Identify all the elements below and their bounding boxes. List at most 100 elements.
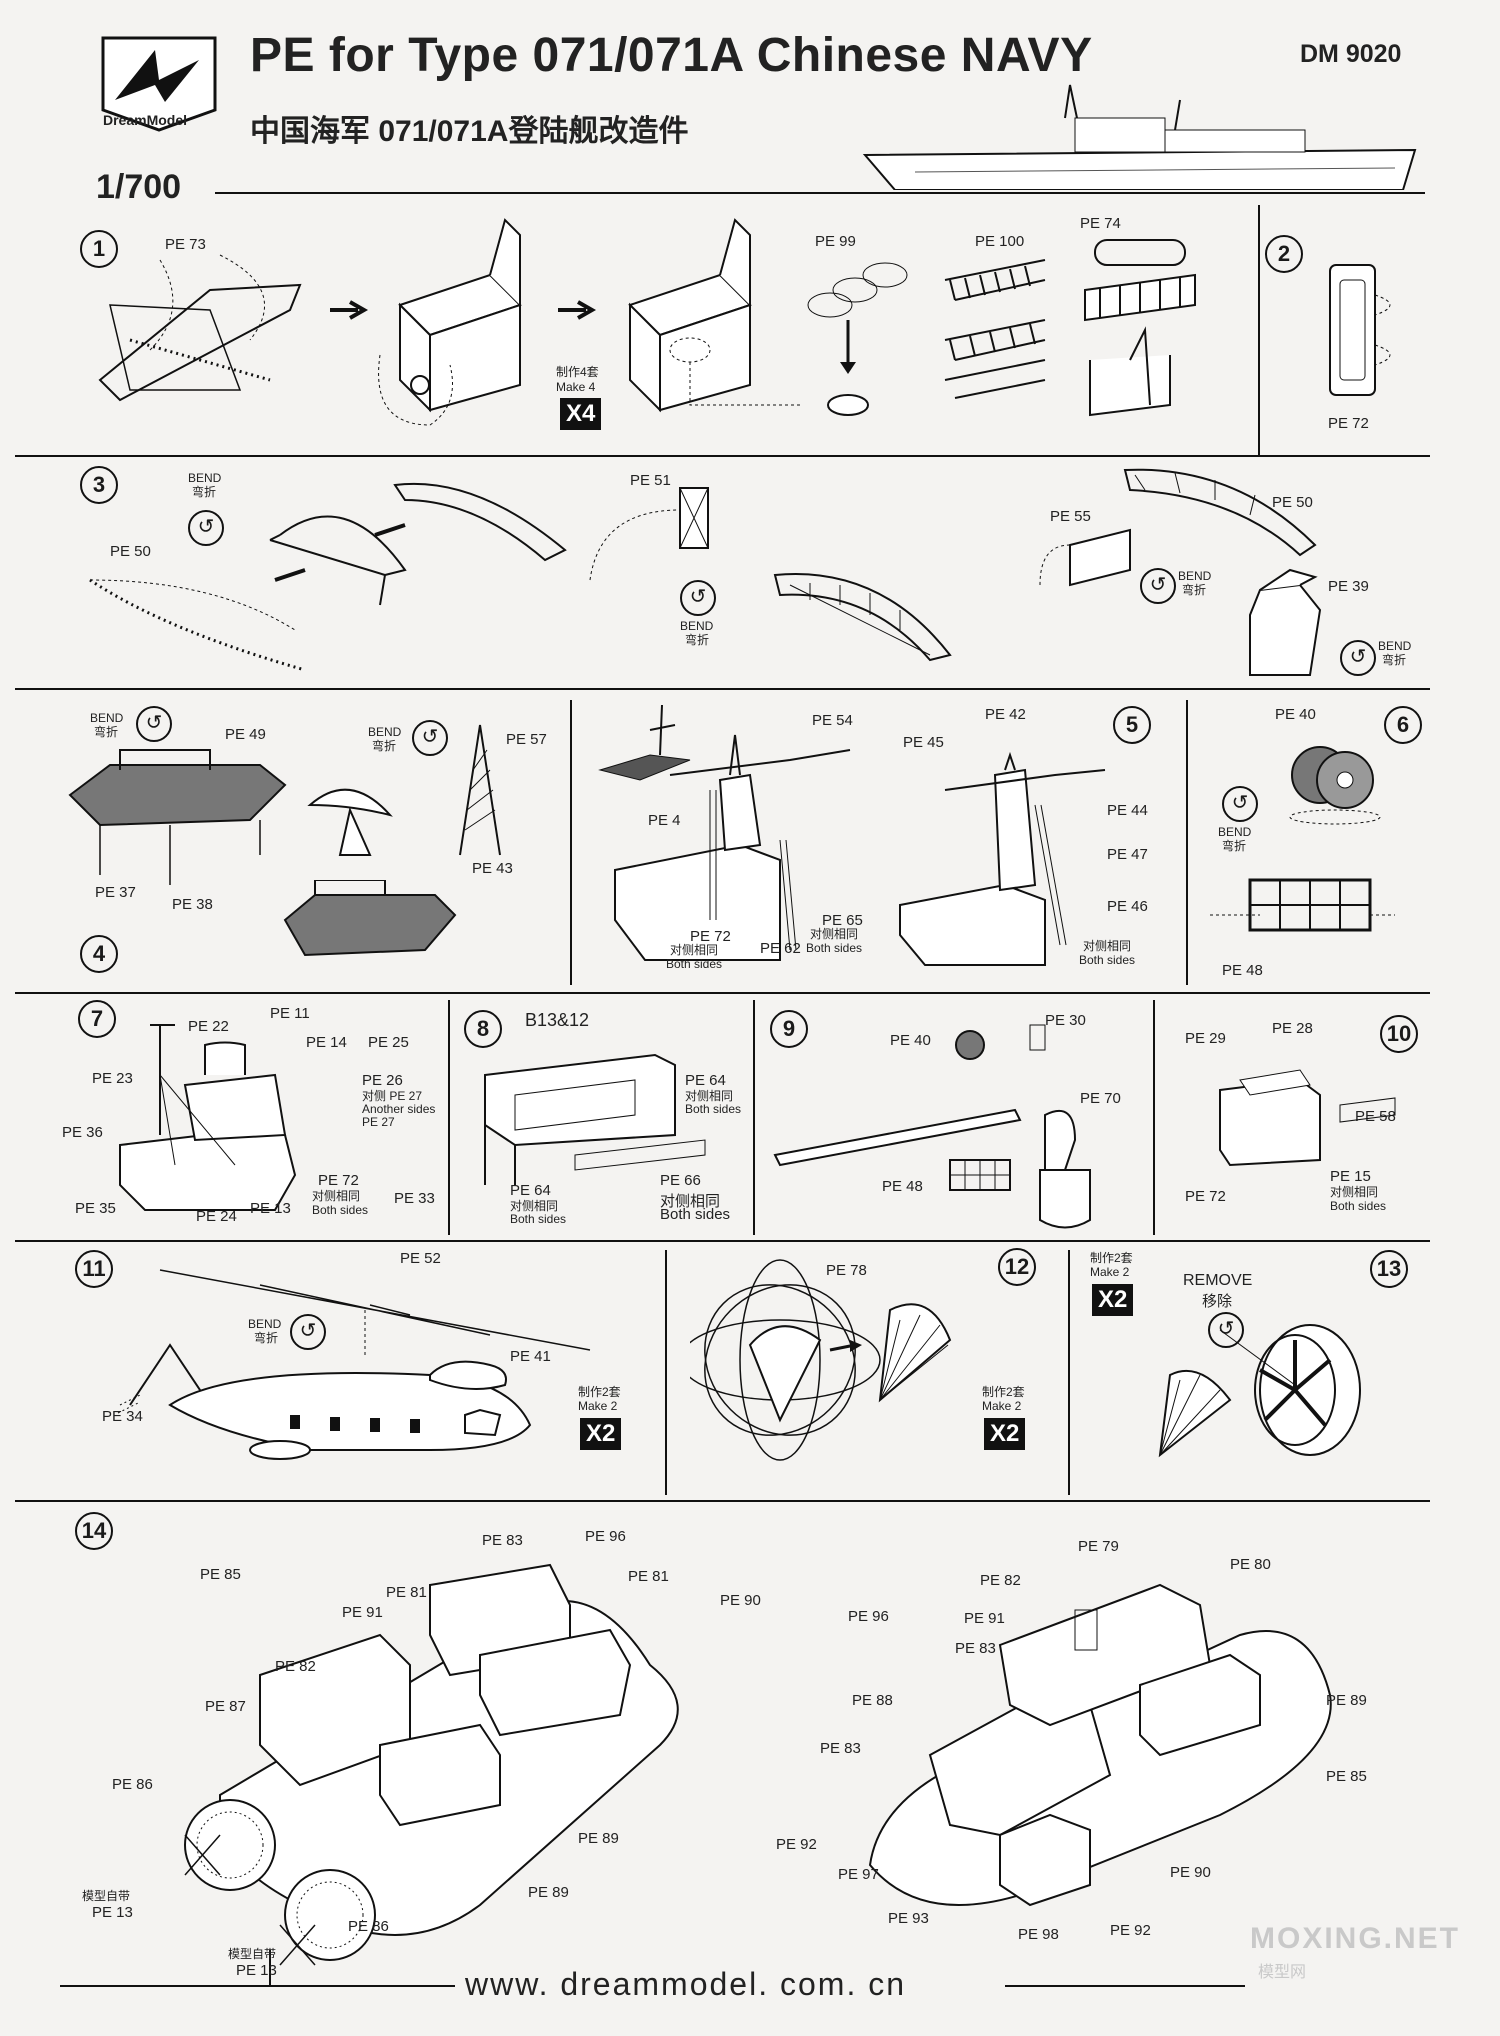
part-label: PE 40 xyxy=(890,1032,931,1049)
part-label: PE 34 xyxy=(102,1408,143,1425)
step-title: B13&12 xyxy=(525,1010,590,1030)
part-label: PE 83 xyxy=(482,1532,523,1549)
bend-label-cn: 弯折 xyxy=(1382,653,1407,667)
part-label: PE 87 xyxy=(205,1698,246,1715)
part-label: PE 92 xyxy=(776,1836,817,1853)
part-label: PE 64 xyxy=(510,1182,551,1199)
footer-rule xyxy=(1005,1985,1245,1987)
part-label: PE 29 xyxy=(1185,1030,1226,1047)
part-label: PE 50 xyxy=(1272,494,1313,511)
part-label: 对侧相同 xyxy=(660,1193,721,1210)
fan-removal xyxy=(1158,1324,1361,1458)
step-number: 2 xyxy=(1265,235,1303,273)
platform-lower xyxy=(283,880,457,957)
part-label: 对侧相同 xyxy=(810,927,859,941)
divider xyxy=(753,1000,755,1235)
divider xyxy=(15,1240,1430,1242)
pe50-arch-right xyxy=(1123,468,1317,557)
pe74-assembly xyxy=(1084,239,1196,417)
bend-label-cn: 弯折 xyxy=(94,725,119,739)
pe72-door xyxy=(1329,264,1391,396)
make-cn: 制作2套 xyxy=(982,1385,1025,1399)
part-label: PE 42 xyxy=(985,706,1026,723)
part-label: PE 11 xyxy=(270,1005,310,1022)
part-label: PE 96 xyxy=(848,1608,889,1625)
page-title: PE for Type 071/071A Chinese NAVY xyxy=(250,29,1093,82)
part-label: PE 72 xyxy=(690,928,731,945)
part-label: PE 74 xyxy=(1080,215,1121,232)
part-label: PE 64 xyxy=(685,1072,726,1089)
step-number: 12 xyxy=(998,1248,1036,1286)
part-label: PE 44 xyxy=(1107,802,1148,819)
product-code: DM 9020 xyxy=(1300,40,1402,68)
hovercraft-right xyxy=(868,1583,1332,1907)
step-number: 7 xyxy=(78,1000,116,1038)
step-number: 4 xyxy=(80,935,118,973)
part-label: PE 66 xyxy=(660,1172,701,1189)
part-label: PE 65 xyxy=(822,912,863,929)
part-label: PE 37 xyxy=(95,884,136,901)
part-label: PE 13 xyxy=(92,1904,133,1921)
crane-assembly xyxy=(773,1024,1091,1229)
bend-icon xyxy=(188,510,224,546)
part-label: PE 51 xyxy=(630,472,671,489)
dreammodel-logo xyxy=(101,36,217,132)
pe50-arch xyxy=(269,482,567,606)
part-label: PE 15 xyxy=(1330,1168,1371,1185)
pe49-platform xyxy=(68,749,287,885)
part-label: PE 86 xyxy=(112,1776,153,1793)
deckhouse xyxy=(1219,1069,1396,1167)
part-label: PE 13 xyxy=(250,1200,291,1217)
part-label: PE 73 xyxy=(165,236,206,253)
part-label: PE 86 xyxy=(348,1918,389,1935)
part-label: PE 52 xyxy=(400,1250,441,1267)
part-label: PE 98 xyxy=(1018,1926,1059,1943)
step-number: 3 xyxy=(80,466,118,504)
part-label: PE 50 xyxy=(110,543,151,560)
divider xyxy=(570,700,572,985)
part-label: PE 99 xyxy=(815,233,856,250)
part-label: PE 78 xyxy=(826,1262,867,1279)
arrow-icon xyxy=(558,300,597,320)
remove-label: REMOVE xyxy=(1183,1272,1253,1289)
bend-icon xyxy=(290,1314,326,1350)
multiplier-badge: X2 xyxy=(1092,1284,1134,1316)
part-label: PE 89 xyxy=(528,1884,569,1901)
part-label: PE 81 xyxy=(386,1584,427,1601)
remove-icon xyxy=(1208,1312,1244,1348)
divider xyxy=(15,455,1430,457)
bend-icon xyxy=(136,706,172,742)
part-label: 模型自带 xyxy=(82,1889,131,1903)
part-label: PE 92 xyxy=(1110,1922,1151,1939)
part-label: PE 26 xyxy=(362,1072,403,1089)
bend-icon xyxy=(1222,786,1258,822)
part-label: PE 91 xyxy=(342,1604,383,1621)
pe57-mast xyxy=(459,724,501,856)
make-cn: 制作2套 xyxy=(578,1385,621,1399)
part-label: 对侧相同 xyxy=(1083,939,1132,953)
part-label: PE 83 xyxy=(955,1640,996,1657)
part-label: Both sides xyxy=(1079,953,1136,967)
part-label: 对侧 PE 27 xyxy=(362,1089,423,1103)
pe55-bracket xyxy=(1039,528,1131,587)
part-label: PE 58 xyxy=(1355,1108,1396,1125)
part-label: PE 49 xyxy=(225,726,266,743)
part-label: 对侧相同 xyxy=(1330,1185,1379,1199)
part-label: PE 85 xyxy=(1326,1768,1367,1785)
divider xyxy=(1258,205,1260,455)
part-label: PE 41 xyxy=(510,1348,551,1365)
divider xyxy=(1153,1000,1155,1235)
step-number: 9 xyxy=(770,1010,808,1048)
step-number: 14 xyxy=(75,1512,113,1550)
part-label: PE 100 xyxy=(975,233,1025,250)
divider xyxy=(15,1500,1430,1502)
part-label: PE 40 xyxy=(1275,706,1316,723)
pe73-flat-part xyxy=(98,254,302,402)
arrow-icon xyxy=(330,300,369,320)
part-label: PE 82 xyxy=(275,1658,316,1675)
part-label: PE 39 xyxy=(1328,578,1369,595)
step-number: 1 xyxy=(80,230,118,268)
step-number: 10 xyxy=(1380,1015,1418,1053)
pe39-block xyxy=(1249,568,1322,676)
part-label: PE 28 xyxy=(1272,1020,1313,1037)
